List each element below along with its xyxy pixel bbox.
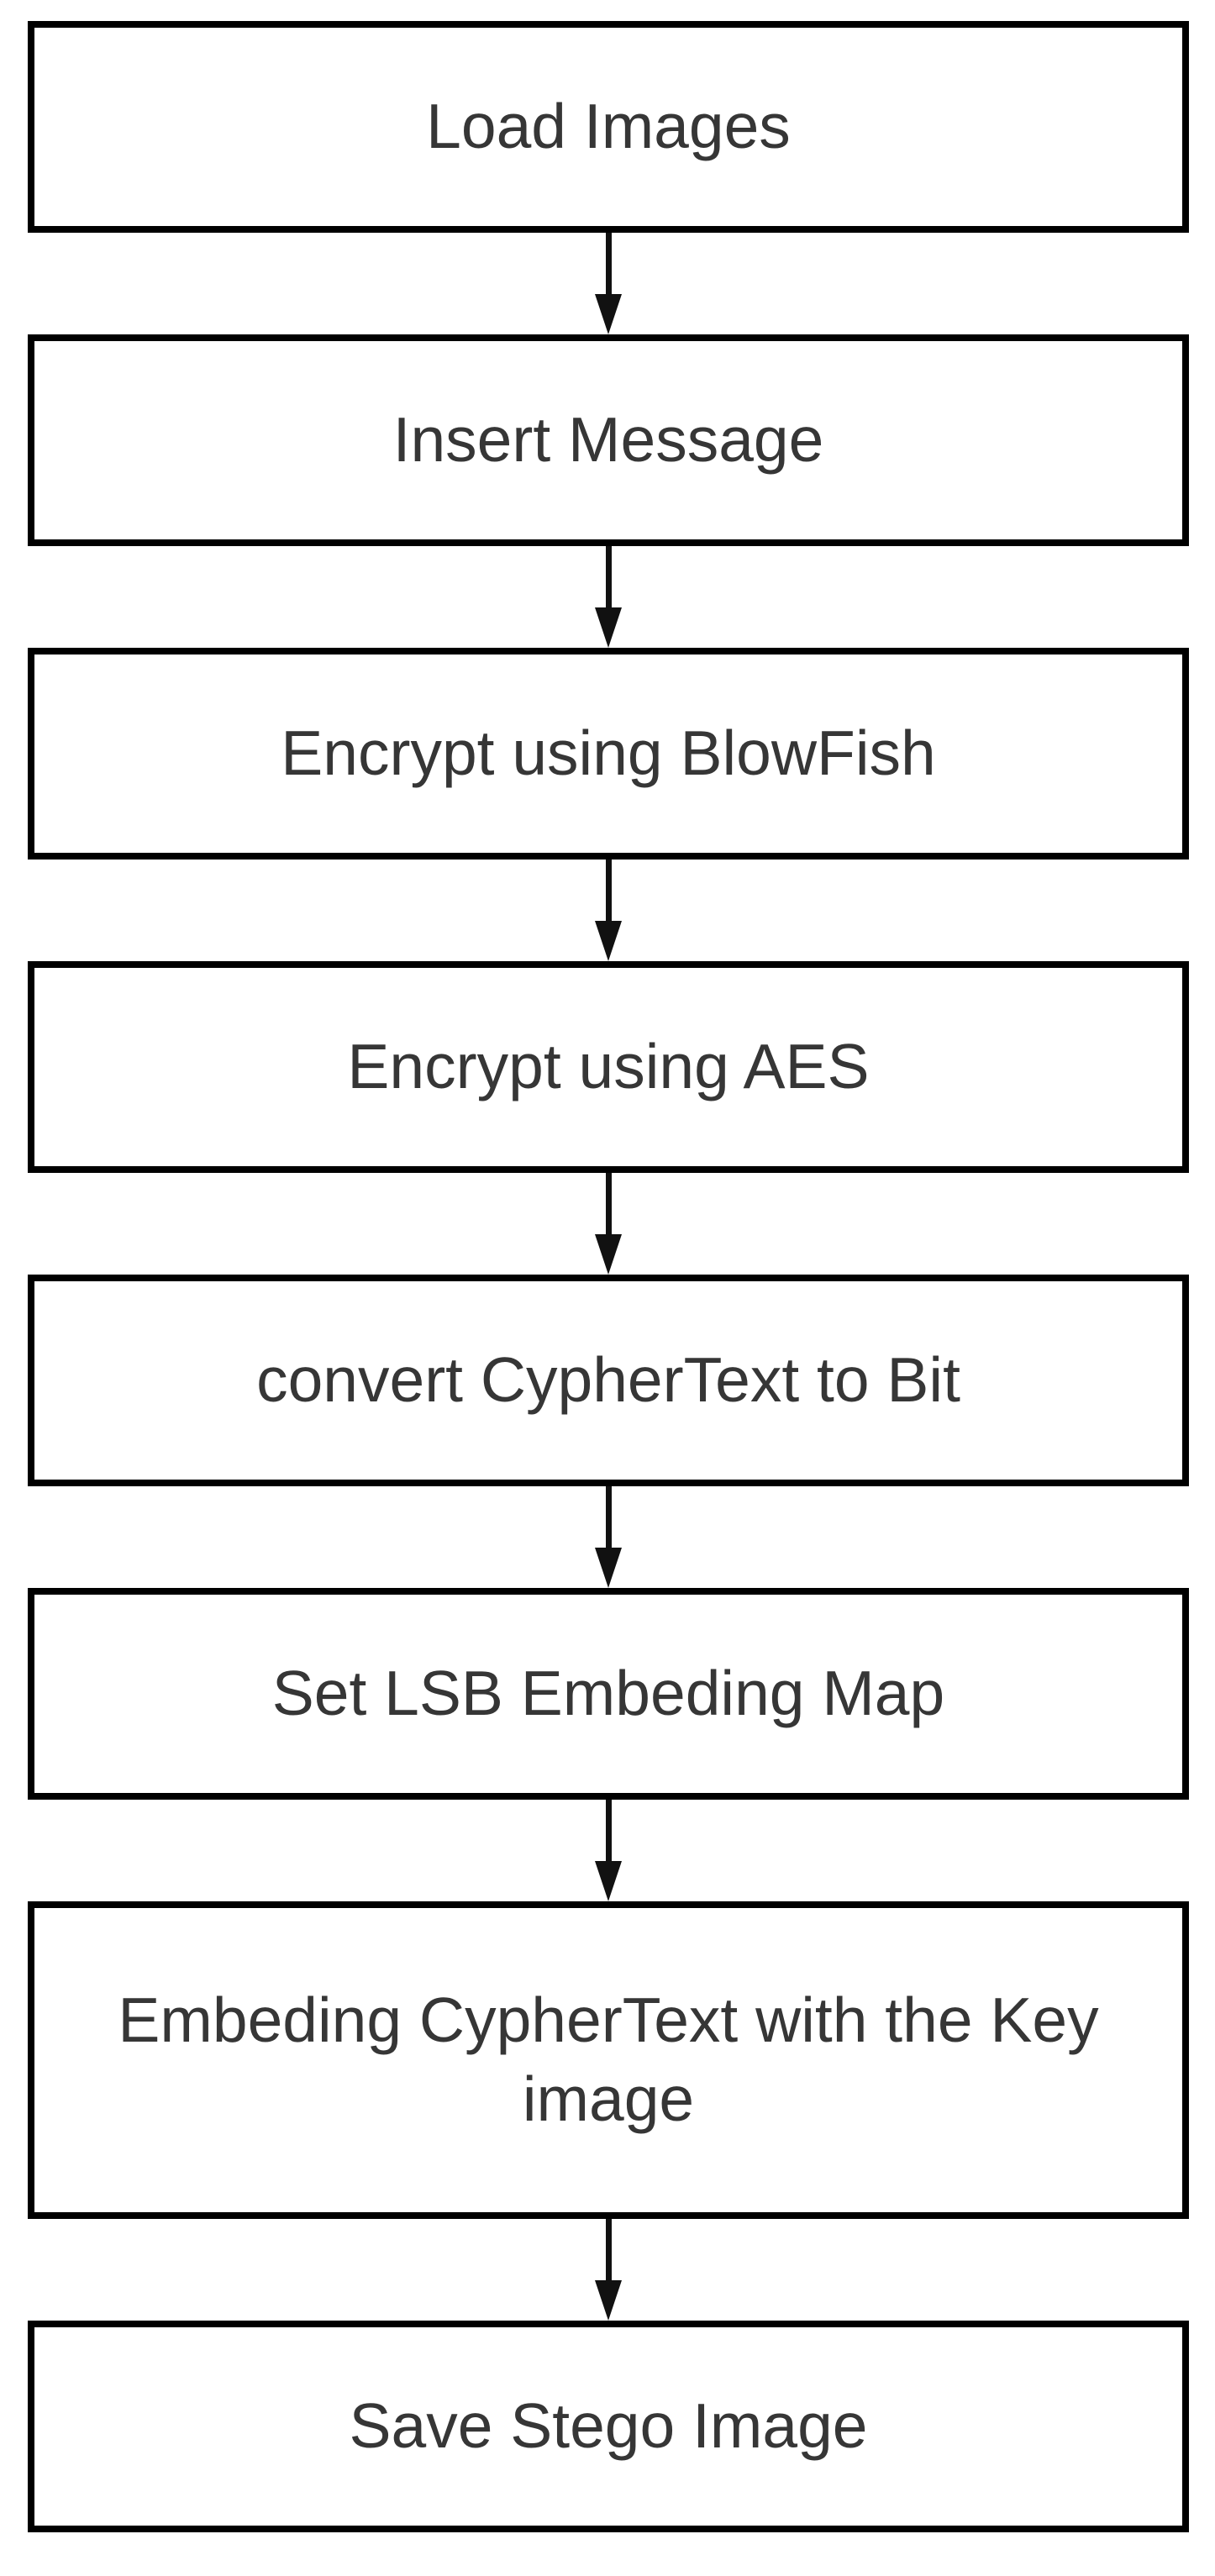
arrow-down-icon [595, 1234, 622, 1275]
down-arrow-connector [28, 1800, 1189, 1901]
flow-step-insert-message: Insert Message [28, 334, 1189, 546]
down-arrow-connector [28, 1173, 1189, 1275]
arrow-down-icon [595, 1548, 622, 1588]
flow-step-load-images: Load Images [28, 21, 1189, 233]
flow-step-encrypt-blowfish: Encrypt using BlowFish [28, 648, 1189, 860]
down-arrow-connector [28, 546, 1189, 648]
flow-step-label: Encrypt using BlowFish [281, 718, 936, 789]
down-arrow-connector [28, 233, 1189, 334]
arrow-down-icon [595, 2280, 622, 2321]
arrow-down-icon [595, 1861, 622, 1901]
flow-step-set-lsb-embeding-map: Set LSB Embeding Map [28, 1588, 1189, 1800]
flow-step-convert-cyphertext-to-bit: convert CypherText to Bit [28, 1275, 1189, 1486]
arrow-stem [605, 860, 612, 921]
flow-step-label: Embeding CypherText with the Key image [118, 1985, 1099, 2134]
arrow-down-icon [595, 607, 622, 648]
flow-step-encrypt-aes: Encrypt using AES [28, 961, 1189, 1173]
flow-step-label: convert CypherText to Bit [256, 1344, 960, 1416]
down-arrow-connector [28, 2219, 1189, 2321]
flow-step-label: Insert Message [392, 404, 824, 476]
down-arrow-connector [28, 1486, 1189, 1588]
arrow-down-icon [595, 921, 622, 961]
flow-step-label: Load Images [426, 91, 791, 162]
flow-step-label: Save Stego Image [349, 2390, 868, 2462]
arrow-stem [605, 1486, 612, 1548]
flow-step-label: Encrypt using AES [347, 1031, 870, 1102]
arrow-stem [605, 1173, 612, 1234]
arrow-stem [605, 546, 612, 607]
arrow-stem [605, 1800, 612, 1861]
arrow-stem [605, 2219, 612, 2280]
flow-step-label: Set LSB Embeding Map [271, 1658, 945, 1729]
flow-step-save-stego-image: Save Stego Image [28, 2321, 1189, 2532]
arrow-down-icon [595, 294, 622, 334]
arrow-stem [605, 233, 612, 294]
flow-step-embeding-cyphertext-with-key-image: Embeding CypherText with the Key image [28, 1901, 1189, 2219]
down-arrow-connector [28, 860, 1189, 961]
